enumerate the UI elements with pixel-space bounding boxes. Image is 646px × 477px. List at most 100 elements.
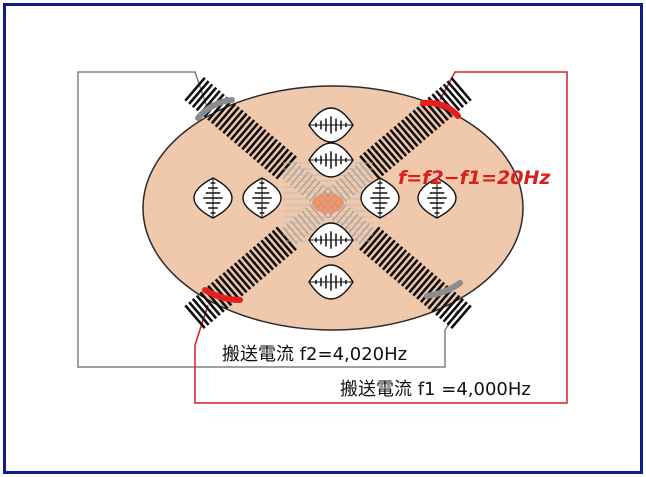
- band-topright-bottomleft-stroke: [389, 128, 411, 154]
- band-topright-bottomleft-stroke: [370, 145, 392, 170]
- band-topright-bottomleft-stroke: [381, 135, 404, 161]
- band-topright-bottomleft-stroke: [408, 112, 430, 138]
- band-topright-bottomleft-stroke: [374, 141, 396, 167]
- band-topleft-bottomright-stroke: [393, 255, 415, 281]
- band-topleft-bottomright-stroke: [256, 138, 278, 164]
- carrier-current-f1-label: 搬送電流 f1 =4,000Hz: [340, 379, 531, 400]
- beat-frequency-formula: f=f2−f1=20Hz: [398, 167, 551, 189]
- band-topleft-bottomright-stroke: [370, 236, 392, 261]
- band-topleft-bottomright-stroke: [282, 161, 298, 180]
- band-topleft-bottomright-stroke: [245, 128, 267, 154]
- band-topright-bottomleft-stroke: [248, 249, 271, 274]
- band-topleft-bottomright-stroke: [297, 174, 313, 193]
- band-topright-bottomleft-stroke: [446, 80, 468, 105]
- band-topright-bottomleft-stroke: [195, 294, 218, 320]
- band-topleft-bottomright-stroke: [389, 252, 411, 277]
- waveform-symbols: [193, 107, 457, 300]
- band-topright-bottomleft-stroke: [366, 148, 389, 174]
- band-topright-bottomleft-stroke: [191, 298, 214, 323]
- modulated-wave-symbol: [417, 177, 457, 219]
- band-topleft-bottomright-stroke: [400, 262, 423, 287]
- band-topright-bottomleft-stroke: [260, 239, 282, 264]
- carrier-current-f2-label: 搬送電流 f2=4,020Hz: [222, 344, 407, 365]
- band-topright-bottomleft-stroke: [438, 86, 461, 112]
- electrode-red-top-right: [420, 99, 461, 119]
- band-topright-bottomleft-stroke: [229, 265, 252, 290]
- band-topleft-bottomright-stroke: [188, 80, 210, 105]
- band-topright-bottomleft-stroke: [256, 242, 278, 268]
- band-topleft-bottomright-stroke: [241, 125, 263, 151]
- band-topleft-bottomright-stroke: [195, 86, 218, 112]
- band-topright-bottomleft-stroke: [419, 102, 442, 128]
- band-topright-bottomleft-stroke: [184, 304, 206, 329]
- band-topright-bottomleft-stroke: [359, 154, 381, 180]
- band-topleft-bottomright-stroke: [366, 232, 389, 258]
- band-topleft-bottomright-stroke: [419, 278, 442, 303]
- modulated-wave-symbol: [360, 177, 400, 219]
- band-topright-bottomleft-stroke: [264, 236, 286, 261]
- band-topleft-bottomright-stroke: [335, 207, 351, 225]
- band-topright-bottomleft-stroke: [400, 119, 423, 144]
- band-topleft-bottomright-stroke: [442, 298, 465, 323]
- band-topright-bottomleft-stroke: [385, 132, 408, 157]
- band-topright-bottomleft-stroke: [442, 83, 465, 109]
- modulated-wave-symbol: [193, 177, 233, 219]
- band-topright-bottomleft-stroke: [343, 174, 359, 193]
- band-topright-bottomleft-stroke: [362, 151, 385, 177]
- electrode-red-bottom-left: [202, 287, 243, 303]
- band-topleft-bottomright-stroke: [412, 272, 434, 297]
- band-topleft-bottomright-stroke: [260, 141, 282, 167]
- band-topright-bottomleft-stroke: [450, 76, 472, 102]
- band-topleft-bottomright-stroke: [226, 112, 248, 138]
- band-topright-bottomleft-stroke: [275, 226, 297, 252]
- band-topright-bottomleft-stroke: [412, 109, 434, 135]
- band-topleft-bottomright-stroke: [229, 115, 252, 141]
- band-topright-bottomleft-stroke: [309, 204, 325, 222]
- band-topright-bottomleft-stroke: [241, 255, 263, 281]
- band-topright-bottomleft-stroke: [404, 115, 427, 141]
- band-topleft-bottomright-stroke: [222, 109, 244, 135]
- band-topleft-bottomright-stroke: [233, 119, 256, 144]
- band-topleft-bottomright-stroke: [374, 239, 396, 264]
- f1-circuit-wire: [194, 71, 568, 404]
- band-topright-bottomleft-stroke: [416, 106, 438, 131]
- band-topleft-bottomright-stroke: [397, 259, 419, 284]
- band-topleft-bottomright-stroke: [339, 210, 355, 228]
- modulated-wave-symbol: [308, 107, 354, 143]
- band-topright-bottomleft-stroke: [301, 210, 317, 228]
- electrode-gray-bottom-right: [424, 280, 463, 299]
- band-topleft-bottomright-stroke: [354, 223, 370, 241]
- band-topright-bottomleft-stroke: [252, 245, 275, 271]
- band-topleft-bottomright-stroke: [416, 275, 438, 300]
- band-topright-bottomleft-stroke: [305, 207, 321, 225]
- band-topleft-bottomright-stroke: [378, 242, 400, 268]
- band-topright-bottomleft-stroke: [218, 275, 240, 300]
- band-topright-bottomleft-stroke: [335, 181, 351, 199]
- band-topright-bottomleft-stroke: [397, 122, 419, 148]
- band-topleft-bottomright-stroke: [450, 304, 472, 329]
- band-topright-bottomleft-stroke: [393, 125, 415, 151]
- band-topleft-bottomright-stroke: [191, 83, 214, 109]
- band-topleft-bottomright-stroke: [264, 145, 286, 170]
- band-topleft-bottomright-stroke: [305, 181, 321, 199]
- modulated-wave-symbol: [308, 222, 354, 258]
- band-topleft-bottomright-stroke: [408, 268, 430, 294]
- band-topright-bottomleft-stroke: [188, 301, 210, 326]
- interference-center: [312, 193, 344, 213]
- band-topleft-bottomright-stroke: [252, 135, 275, 161]
- band-topleft-bottomright-stroke: [210, 99, 233, 125]
- band-topleft-bottomright-stroke: [290, 168, 306, 186]
- band-topleft-bottomright-stroke: [184, 76, 206, 102]
- band-topleft-bottomright-stroke: [359, 226, 381, 252]
- band-topleft-bottomright-stroke: [404, 265, 427, 290]
- band-topright-bottomleft-stroke: [237, 259, 259, 284]
- modulated-wave-symbol: [308, 142, 354, 178]
- band-topleft-bottomright-stroke: [381, 245, 404, 271]
- band-topleft-bottomright-stroke: [237, 122, 259, 148]
- band-topright-bottomleft-stroke: [378, 138, 400, 164]
- band-topleft-bottomright-stroke: [438, 294, 461, 320]
- band-topleft-bottomright-stroke: [446, 301, 468, 326]
- band-topleft-bottomright-stroke: [248, 132, 271, 157]
- band-topright-bottomleft-stroke: [267, 232, 290, 258]
